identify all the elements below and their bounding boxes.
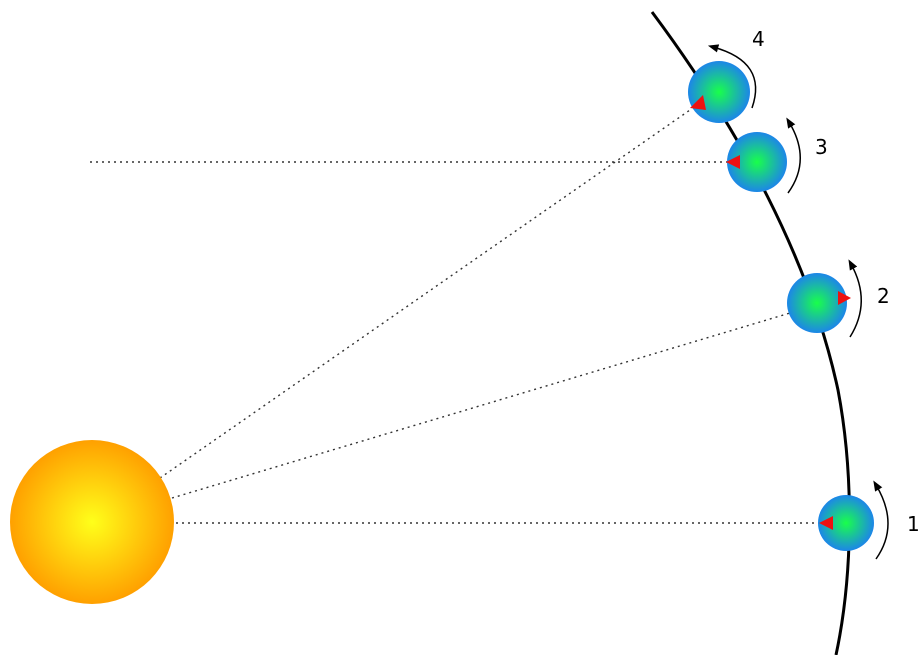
surface-marker-4 [690, 95, 706, 110]
position-label-4: 4 [752, 27, 765, 51]
planet-2 [787, 273, 847, 333]
rotation-arrow-2-icon [848, 259, 862, 338]
orbit-path [650, 11, 851, 655]
planet-4 [688, 61, 750, 123]
surface-marker-2 [838, 291, 851, 305]
planet-position-3: 3 [726, 117, 828, 194]
position-label-3: 3 [815, 135, 828, 159]
rotation-arrow-3-icon [786, 117, 801, 194]
planet-1 [818, 495, 874, 551]
planet-position-1: 1 [818, 480, 918, 560]
sight-line-4 [159, 109, 691, 479]
rotation-arrow-1-icon [873, 480, 889, 560]
rotation-arrow-4-icon [707, 44, 757, 109]
planet-3 [727, 132, 787, 192]
position-label-2: 2 [877, 284, 890, 308]
surface-marker-1 [819, 516, 833, 530]
sun [10, 440, 174, 604]
planet-position-4: 4 [688, 27, 765, 123]
planet-position-2: 2 [787, 259, 890, 338]
surface-marker-3 [726, 155, 740, 169]
position-label-1: 1 [907, 512, 918, 536]
